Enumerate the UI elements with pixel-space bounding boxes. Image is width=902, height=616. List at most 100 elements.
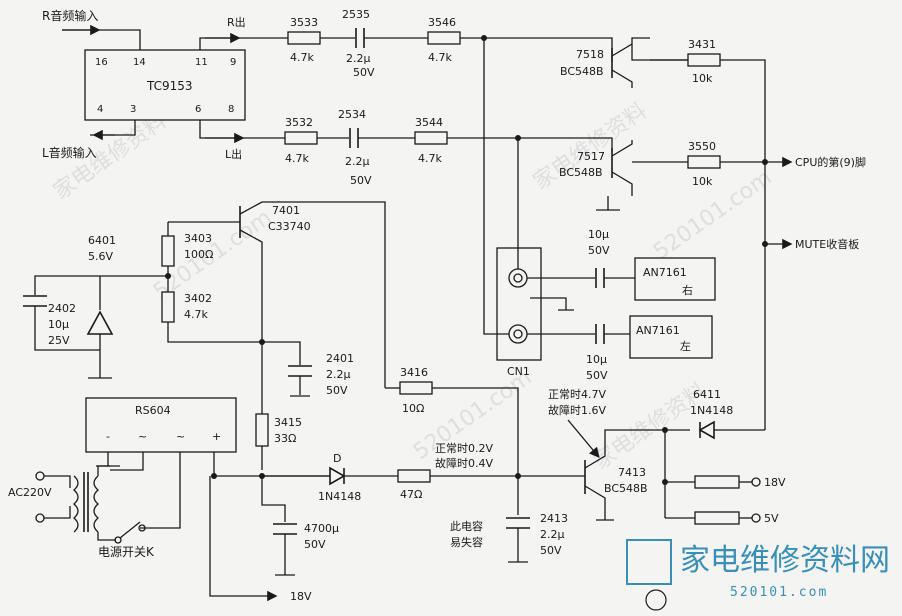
pin-4: 4 xyxy=(97,104,103,115)
l-out-label: L出 xyxy=(225,147,242,161)
resistor-3402 xyxy=(161,291,175,323)
v18-right-label: 18V xyxy=(764,476,786,489)
module-an7161-right xyxy=(634,257,716,301)
capacitor-4700u xyxy=(273,523,297,535)
svg-text:家电维修资料: 家电维修资料 xyxy=(529,99,651,195)
module-an7161-right-name: AN7161 xyxy=(643,266,687,279)
bridge-rs604-name: RS604 xyxy=(135,404,171,417)
v5-label: 5V xyxy=(764,512,779,525)
r-out-label: R出 xyxy=(227,15,246,29)
site-logo: 家电维修资料网 520101.com xyxy=(626,539,890,611)
resistor-3532-value: 4.7k xyxy=(285,152,309,165)
capacitor-2535-ref: 2535 xyxy=(342,8,370,21)
capacitor-an-l-voltage: 50V xyxy=(586,369,608,382)
capacitor-2413-ref: 2413 xyxy=(540,512,568,525)
diode-6411-value: 1N4148 xyxy=(690,404,733,417)
bridge-pin-ac2: ~ xyxy=(176,430,185,443)
v18-bottom-label: 18V xyxy=(290,590,312,603)
resistor-18v-pullup xyxy=(694,475,740,489)
capacitor-2534-ref: 2534 xyxy=(338,108,366,121)
diode-d-ref: D xyxy=(333,452,341,465)
diode-d-value: 1N4148 xyxy=(318,490,361,503)
pin-11: 11 xyxy=(195,57,208,68)
diode-6411-ref: 6411 xyxy=(693,388,721,401)
power-switch[interactable] xyxy=(119,521,141,539)
capacitor-an-l-value: 10μ xyxy=(586,353,607,366)
connector-cn1 xyxy=(496,247,542,361)
resistor-3431 xyxy=(687,53,721,67)
transistor-7518 xyxy=(611,37,650,88)
capacitor-2535-value: 2.2μ xyxy=(346,52,371,65)
capacitor-2534-voltage: 50V xyxy=(350,174,372,187)
resistor-3533-value: 4.7k xyxy=(290,51,314,64)
module-left-channel: 左 xyxy=(680,340,691,353)
ac-label: AC220V xyxy=(8,486,52,499)
resistor-3532-ref: 3532 xyxy=(285,116,313,129)
transistor-7517 xyxy=(596,140,633,211)
capacitor-2401-value: 2.2μ xyxy=(326,368,351,381)
bridge-pin-plus: + xyxy=(212,430,221,443)
resistor-47ohm-value: 47Ω xyxy=(400,488,422,501)
resistor-3415-value: 33Ω xyxy=(274,432,296,445)
bridge-pin-ac1: ~ xyxy=(138,430,147,443)
resistor-3533 xyxy=(287,31,321,45)
transformer xyxy=(73,475,79,533)
resistor-3415 xyxy=(255,413,269,447)
capacitor-2413-voltage: 50V xyxy=(540,544,562,557)
capacitor-an-l xyxy=(595,324,605,344)
resistor-3550 xyxy=(687,155,721,169)
capacitor-4700u-value: 4700μ xyxy=(304,522,339,535)
pin-9: 9 xyxy=(230,57,236,68)
module-an7161-left-name: AN7161 xyxy=(636,324,680,337)
transistor-7517-type: BC548B xyxy=(559,166,603,179)
module-an7161-left xyxy=(629,315,713,359)
cap-note-1: 此电容 xyxy=(450,519,483,533)
cpu-label: CPU的第(9)脚 xyxy=(795,155,866,169)
resistor-47ohm xyxy=(397,469,431,483)
resistor-3431-ref: 3431 xyxy=(688,38,716,51)
resistor-3544-ref: 3544 xyxy=(415,116,443,129)
resistor-3416-value: 10Ω xyxy=(402,402,424,415)
logo-url: 520101.com xyxy=(730,585,828,600)
pin-6: 6 xyxy=(195,104,201,115)
capacitor-2402-value: 10μ xyxy=(48,318,69,331)
capacitor-2401-ref: 2401 xyxy=(326,352,354,365)
resistor-3415-ref: 3415 xyxy=(274,416,302,429)
capacitor-2402-voltage: 25V xyxy=(48,334,70,347)
pin-8: 8 xyxy=(228,104,234,115)
pin-14: 14 xyxy=(133,57,146,68)
resistor-3546-ref: 3546 xyxy=(428,16,456,29)
resistor-3416-ref: 3416 xyxy=(400,366,428,379)
transistor-7518-ref: 7518 xyxy=(576,48,604,61)
capacitor-2413 xyxy=(506,517,530,529)
diode-d xyxy=(329,466,346,486)
logo-text: 家电维修资料网 xyxy=(680,543,890,578)
base-normal-note: 正常时0.2V xyxy=(435,442,493,455)
resistor-3546-value: 4.7k xyxy=(428,51,452,64)
resistor-3431-value: 10k xyxy=(692,72,713,85)
pin-3: 3 xyxy=(130,104,136,115)
capacitor-2401 xyxy=(288,365,312,377)
capacitor-an-r xyxy=(595,268,605,288)
capacitor-2534-value: 2.2μ xyxy=(345,155,370,168)
collector-fault-note: 故障时1.6V xyxy=(548,403,606,417)
module-right-channel: 右 xyxy=(682,283,693,297)
resistor-3533-ref: 3533 xyxy=(290,16,318,29)
transistor-7413-ref: 7413 xyxy=(618,466,646,479)
resistor-3402-value: 4.7k xyxy=(184,308,208,321)
transistor-7413-type: BC548B xyxy=(604,482,648,495)
resistor-3546 xyxy=(427,31,461,45)
bridge-rs604 xyxy=(85,397,237,453)
capacitor-2534 xyxy=(349,128,359,148)
transistor-7517-ref: 7517 xyxy=(577,150,605,163)
collector-normal-note: 正常时4.7V xyxy=(548,388,606,401)
resistor-3550-ref: 3550 xyxy=(688,140,716,153)
r-input-label: R音频输入 xyxy=(42,8,98,23)
diode-6411 xyxy=(698,420,715,440)
capacitor-4700u-voltage: 50V xyxy=(304,538,326,551)
capacitor-2402 xyxy=(23,295,47,307)
zener-6401-ref: 6401 xyxy=(88,234,116,247)
resistor-3532 xyxy=(284,131,318,145)
